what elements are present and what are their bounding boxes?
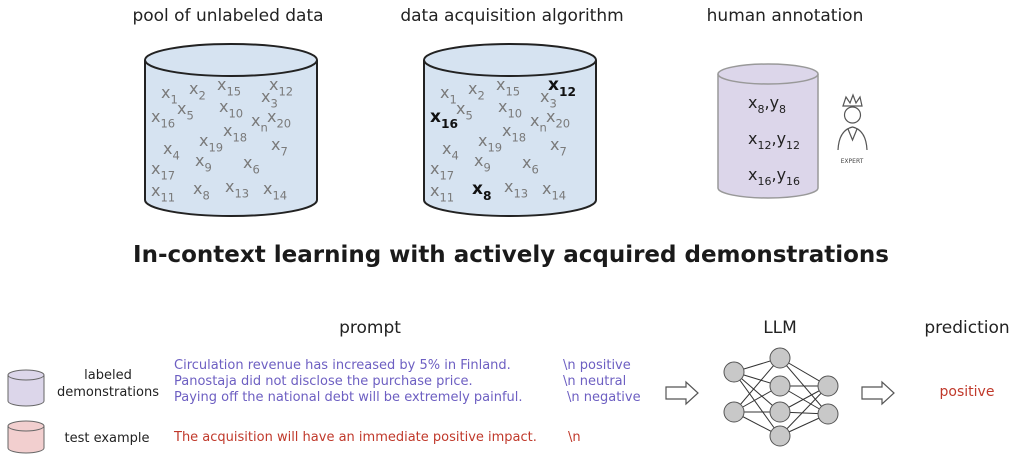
data-item-x16: x16 [430, 107, 458, 131]
llm-header: LLM [763, 318, 797, 338]
prediction-value: positive [939, 384, 995, 400]
annotated-pair: x16,y16 [748, 165, 800, 188]
data-item-x17: x17 [430, 159, 454, 183]
data-item-x9: x9 [474, 151, 491, 175]
data-item-x5: x5 [456, 99, 473, 123]
data-item-x2: x2 [468, 79, 485, 103]
nn-node [723, 401, 745, 423]
data-item-x2: x2 [189, 79, 206, 103]
nn-node [769, 375, 791, 397]
data-item-x15: x15 [496, 75, 520, 99]
data-item-x12: x12 [548, 75, 576, 99]
data-item-x12: x12 [269, 75, 293, 99]
data-item-x3: x3 [540, 87, 557, 111]
test-text: The acquisition will have an immediate p… [174, 430, 537, 445]
data-item-x20: x20 [267, 107, 291, 131]
test-label: \n [568, 430, 581, 445]
diagram-title: In-context learning with actively acquir… [133, 242, 889, 268]
data-item-x19: x19 [478, 131, 502, 155]
prompt-line-3: Paying off the national debt will be ext… [174, 390, 523, 406]
nn-edge [733, 357, 781, 413]
nn-edge [779, 385, 829, 437]
prediction-header: prediction [924, 318, 1010, 338]
data-item-x8: x8 [472, 179, 491, 203]
data-item-x3: x3 [261, 87, 278, 111]
nn-node [817, 403, 839, 425]
acquisition-header: data acquisition algorithm [400, 6, 624, 26]
nn-node [769, 347, 791, 369]
data-item-x1: x1 [440, 83, 457, 107]
prompt-text-3: Paying off the national debt will be ext… [174, 390, 523, 405]
prompt-label-3: \n negative [567, 390, 641, 405]
data-item-x14: x14 [542, 179, 566, 203]
data-item-x11: x11 [430, 181, 454, 205]
data-item-x18: x18 [502, 121, 526, 145]
legend-test-cylinder [7, 420, 45, 454]
data-item-x11: x11 [151, 181, 175, 205]
data-item-x4: x4 [163, 139, 180, 163]
data-item-x16: x16 [151, 107, 175, 131]
pool-cylinder [144, 43, 318, 217]
legend-labeled-cylinder [7, 369, 45, 407]
prompt-line-2: Panostaja did not disclose the purchase … [174, 374, 473, 390]
data-item-x10: x10 [498, 97, 522, 121]
prompt-text-1: Circulation revenue has increased by 5% … [174, 358, 511, 373]
data-item-x14: x14 [263, 179, 287, 203]
annotated-pair: x8,y8 [748, 93, 786, 116]
test-line: The acquisition will have an immediate p… [174, 430, 537, 446]
data-item-x10: x10 [219, 97, 243, 121]
data-item-x7: x7 [271, 135, 288, 159]
annotation-header: human annotation [706, 6, 864, 26]
nn-edge [733, 371, 781, 437]
nn-node [817, 375, 839, 397]
expert-icon [837, 93, 868, 151]
nn-node [769, 401, 791, 423]
annotated-cylinder [717, 63, 819, 199]
nn-node [723, 361, 745, 383]
prompt-line-1: Circulation revenue has increased by 5% … [174, 358, 511, 374]
pool-header: pool of unlabeled data [132, 6, 324, 26]
arrow-to-prediction [861, 380, 895, 406]
annotated-items: x8,y8 x12,y12 x16,y16 [748, 93, 800, 188]
llm-network-icon [723, 347, 839, 447]
arrow-to-llm [665, 380, 699, 406]
data-item-xn: xn [251, 111, 268, 135]
data-item-x19: x19 [199, 131, 223, 155]
acquisition-cylinder [423, 43, 597, 217]
data-item-x6: x6 [243, 153, 260, 177]
prompt-label-2: \n neutral [563, 374, 627, 389]
data-item-x20: x20 [546, 107, 570, 131]
prompt-label-1: \n positive [563, 358, 631, 373]
data-item-x17: x17 [151, 159, 175, 183]
annotated-pair: x12,y12 [748, 129, 800, 152]
prompt-header: prompt [339, 318, 401, 338]
data-item-x7: x7 [550, 135, 567, 159]
data-item-x4: x4 [442, 139, 459, 163]
prompt-text-2: Panostaja did not disclose the purchase … [174, 374, 473, 389]
data-item-x15: x15 [217, 75, 241, 99]
legend-test-label: test example [64, 431, 150, 446]
data-item-x8: x8 [193, 179, 210, 203]
data-item-x9: x9 [195, 151, 212, 175]
data-item-x6: x6 [522, 153, 539, 177]
legend-labeled-label: labeled demonstrations [57, 368, 159, 400]
data-item-xn: xn [530, 111, 547, 135]
nn-node [769, 425, 791, 447]
data-item-x18: x18 [223, 121, 247, 145]
data-item-x13: x13 [225, 177, 249, 201]
data-item-x1: x1 [161, 83, 178, 107]
data-item-x13: x13 [504, 177, 528, 201]
data-item-x5: x5 [177, 99, 194, 123]
expert-label: EXPERT [841, 158, 864, 165]
